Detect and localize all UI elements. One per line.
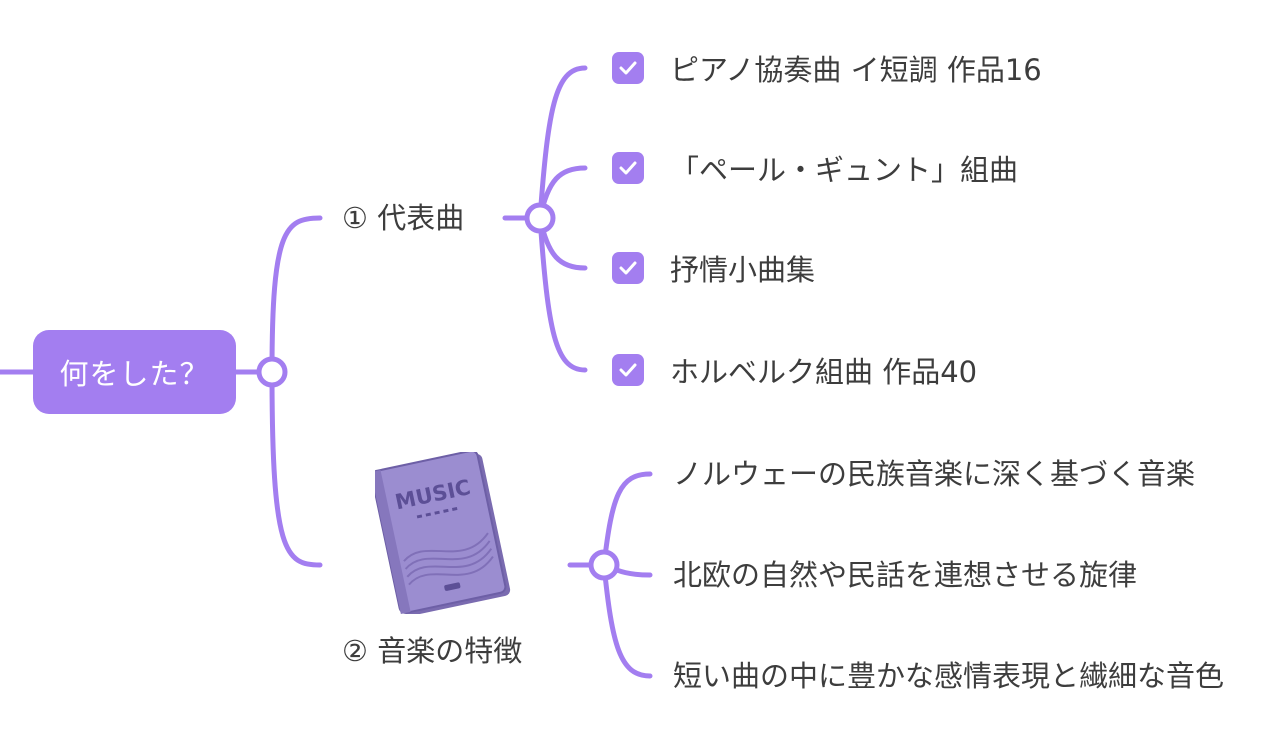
- leaf-item[interactable]: ホルベルク組曲 作品40: [612, 350, 977, 390]
- leaf-label: ホルベルク組曲 作品40: [670, 355, 978, 389]
- leaf-item[interactable]: 抒情小曲集: [612, 248, 815, 288]
- leaf-label: ピアノ協奏曲 イ短調 作品16: [670, 53, 1042, 87]
- hub-2-to-note-3-line: [601, 562, 653, 679]
- root-node-label: 何をした？: [59, 357, 210, 391]
- leaf-item[interactable]: ピアノ協奏曲 イ短調 作品16: [612, 48, 1042, 88]
- hub-1-to-leaf-4-line: [537, 215, 588, 373]
- hub-1-to-leaf-1-line: [537, 65, 588, 221]
- root-hub-circle: [256, 356, 288, 388]
- root-node[interactable]: 何をした？: [33, 330, 236, 414]
- checkbox-checked[interactable]: [612, 152, 644, 184]
- note-item[interactable]: 短い曲の中に豊かな感情表現と繊細な音色: [673, 659, 1225, 693]
- hub-to-branch-2-line: [269, 369, 323, 568]
- branch-1-hub-circle: [524, 202, 556, 234]
- checkbox-checked[interactable]: [612, 354, 644, 386]
- check-icon: [619, 363, 637, 377]
- note-item[interactable]: ノルウェーの民族音楽に深く基づく音楽: [673, 457, 1196, 491]
- branch-1-label[interactable]: ① 代表曲: [342, 201, 465, 235]
- check-icon: [619, 61, 637, 75]
- music-book-icon: MUSIC: [375, 452, 511, 614]
- checkbox-checked[interactable]: [612, 252, 644, 284]
- hub-2-to-note-1-line: [601, 471, 653, 568]
- note-item[interactable]: 北欧の自然や民話を連想させる旋律: [673, 558, 1138, 592]
- checkbox-checked[interactable]: [612, 52, 644, 84]
- check-icon: [619, 161, 637, 175]
- branch-2-label[interactable]: ② 音楽の特徴: [342, 634, 523, 668]
- hub-to-branch-1-line: [269, 215, 323, 375]
- leaf-item[interactable]: 「ペール・ギュント」組曲: [612, 148, 1018, 188]
- leaf-label: 「ペール・ギュント」組曲: [670, 153, 1019, 187]
- branch-2-hub-circle: [588, 549, 620, 581]
- check-icon: [619, 261, 637, 275]
- leaf-label: 抒情小曲集: [670, 253, 816, 287]
